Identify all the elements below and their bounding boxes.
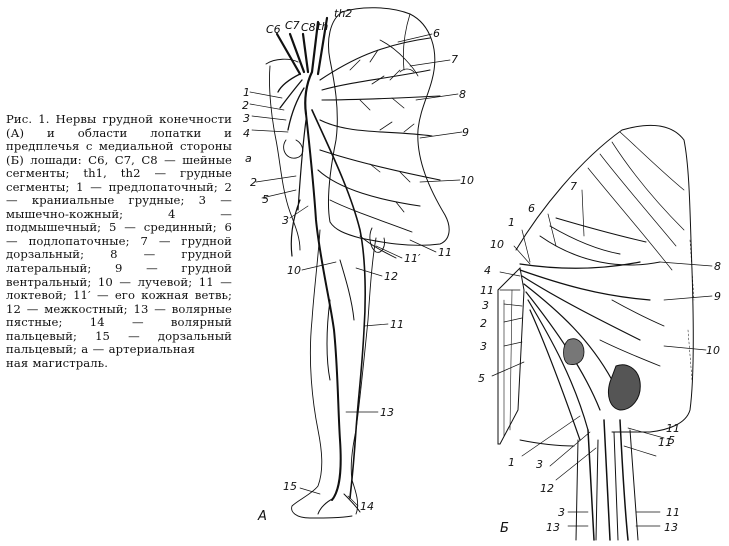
label-b-1: 1	[508, 216, 515, 229]
label-a-11-mid: 11	[390, 318, 404, 331]
scapula-block	[515, 124, 694, 433]
label-a-13: 13	[380, 406, 394, 419]
label-b-11-bottom: 11	[666, 506, 680, 519]
label-a-11-prime: 11′	[404, 252, 421, 265]
label-a-15: 15	[283, 480, 297, 493]
label-a-arterial: а	[245, 152, 252, 165]
label-a-6: 6	[433, 27, 440, 40]
limb-block	[497, 266, 525, 445]
scapula-outline	[327, 7, 450, 246]
plexus-roots	[275, 16, 329, 116]
label-b-12: 12	[540, 482, 554, 495]
label-a-10-left: 10	[287, 264, 301, 277]
segment-c7: C7	[285, 19, 300, 32]
caption-last-line: ная магистраль.	[6, 355, 108, 370]
limb-outline-left	[291, 229, 353, 519]
label-a-4: 4	[243, 127, 250, 140]
label-a-3: 3	[243, 112, 250, 125]
segment-c6: C6	[266, 23, 281, 36]
label-a-7: 7	[451, 53, 458, 66]
label-b-11-lower: 11	[658, 436, 672, 449]
segment-th2: th2	[334, 7, 352, 20]
label-b-3-lower: 3	[536, 458, 543, 471]
limb-outline-right	[350, 237, 377, 515]
label-a-14: 14	[360, 500, 374, 513]
label-a-3b: 3	[282, 214, 289, 227]
forearm-outline	[575, 429, 639, 541]
label-b-11: 11	[480, 284, 494, 297]
segment-c8: C8	[301, 21, 316, 34]
label-b-13-left: 13	[546, 521, 560, 534]
label-b-5: 5	[478, 372, 485, 385]
label-a-10-right: 10	[460, 174, 474, 187]
label-b-5-right: 5	[668, 434, 675, 447]
label-b-7: 7	[570, 180, 577, 193]
panel-label-b: Б	[500, 521, 509, 536]
label-a-9: 9	[462, 126, 469, 139]
label-b-10: 10	[490, 238, 504, 251]
label-b-11-right: 11	[666, 422, 680, 435]
label-a-5: 5	[262, 193, 269, 206]
label-b-10-right: 10	[706, 344, 720, 357]
panel-label-a: А	[257, 509, 267, 524]
nerve-bundle	[519, 261, 651, 441]
label-b-1-lower: 1	[508, 456, 515, 469]
label-a-1: 1	[243, 86, 250, 99]
label-a-12: 12	[384, 270, 398, 283]
segment-th: th	[317, 20, 328, 33]
figure-a	[249, 7, 463, 519]
label-b-3-bottom: 3	[558, 506, 565, 519]
label-b-4: 4	[484, 264, 491, 277]
label-b-3: 3	[482, 299, 489, 312]
label-a-2: 2	[242, 99, 249, 112]
median-trunk	[305, 113, 342, 501]
figure-b	[491, 124, 713, 541]
scapular-branches	[317, 37, 441, 207]
shoulder-outline	[265, 58, 301, 251]
label-b-9: 9	[714, 290, 721, 303]
label-b-8: 8	[714, 260, 721, 273]
figure-caption: Рис. 1. Нервы грудной конечности (А) и о…	[6, 112, 232, 370]
label-b-13-right: 13	[664, 521, 678, 534]
label-b-3b: 3	[480, 340, 487, 353]
caption-text: Рис. 1. Нервы грудной конечности (А) и о…	[6, 112, 232, 357]
label-b-2: 2	[480, 317, 487, 330]
label-b-6: 6	[528, 202, 535, 215]
label-a-2b: 2	[250, 176, 257, 189]
label-a-8: 8	[459, 88, 466, 101]
label-a-11-right: 11	[438, 246, 452, 259]
